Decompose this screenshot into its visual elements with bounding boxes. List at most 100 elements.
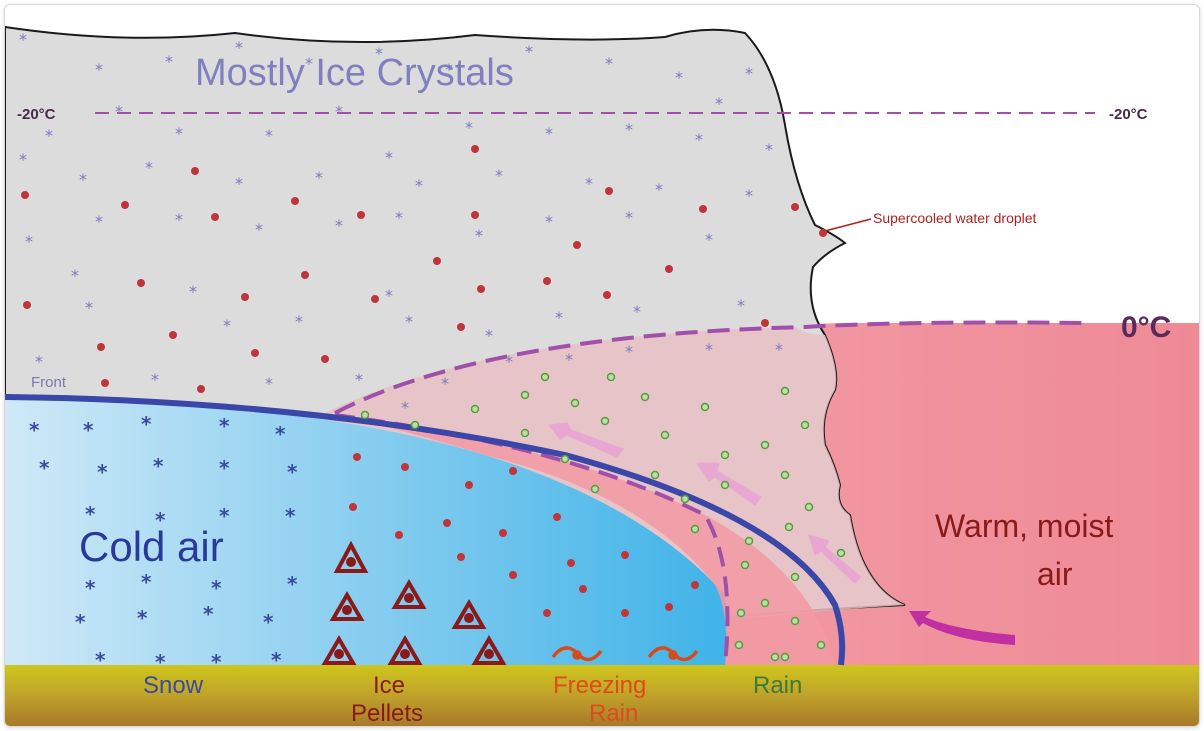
- svg-text:*: *: [287, 460, 298, 484]
- svg-text:*: *: [75, 610, 86, 634]
- svg-text:*: *: [737, 296, 745, 315]
- svg-text:*: *: [385, 286, 393, 305]
- transition-warm-layer: [335, 415, 835, 665]
- svg-text:*: *: [153, 454, 164, 478]
- svg-text:*: *: [505, 352, 513, 371]
- freezing-rain-icon: [551, 646, 603, 662]
- svg-text:*: *: [385, 148, 393, 167]
- svg-text:*: *: [39, 456, 50, 480]
- svg-text:*: *: [29, 418, 40, 442]
- svg-text:*: *: [705, 340, 713, 359]
- svg-text:*: *: [85, 576, 96, 600]
- svg-text:*: *: [465, 118, 473, 137]
- temp-zero-label: 0°C: [1121, 311, 1171, 344]
- svg-text:*: *: [765, 140, 773, 159]
- svg-text:*: *: [695, 130, 703, 149]
- svg-text:*: *: [175, 210, 183, 229]
- svg-text:*: *: [275, 422, 286, 446]
- svg-text:*: *: [83, 418, 94, 442]
- freezing-rain-label-1: Freezing: [553, 672, 646, 699]
- cold-air-label: Cold air: [79, 523, 224, 570]
- front-label: Front: [31, 374, 67, 391]
- svg-text:*: *: [265, 126, 273, 145]
- freezing-boundary: [334, 413, 730, 666]
- supercooled-droplets: [21, 145, 827, 617]
- svg-text:*: *: [485, 326, 493, 345]
- svg-text:*: *: [745, 186, 753, 205]
- incoming-warm-arrow: [909, 611, 1015, 645]
- ice-pellets-label-1: Ice: [373, 672, 405, 699]
- svg-text:*: *: [137, 606, 148, 630]
- rising-arrow-3: [808, 534, 862, 584]
- svg-text:*: *: [85, 298, 93, 317]
- droplet-pointer: [824, 218, 872, 232]
- svg-text:*: *: [85, 502, 96, 526]
- svg-text:*: *: [155, 508, 166, 532]
- svg-text:*: *: [633, 302, 641, 321]
- svg-text:*: *: [655, 180, 663, 199]
- svg-text:*: *: [355, 370, 363, 389]
- temp-minus20-right: -20°C: [1109, 106, 1148, 123]
- ice-pellets-label-2: Pellets: [351, 700, 423, 726]
- warm-air-label-line2: air: [1037, 556, 1073, 592]
- svg-text:*: *: [565, 350, 573, 369]
- svg-text:*: *: [235, 38, 243, 57]
- svg-text:*: *: [445, 60, 453, 79]
- svg-text:*: *: [335, 102, 343, 121]
- svg-text:*: *: [95, 212, 103, 231]
- svg-text:*: *: [97, 460, 108, 484]
- svg-text:*: *: [675, 68, 683, 87]
- svg-text:*: *: [285, 504, 296, 528]
- svg-text:*: *: [19, 150, 27, 169]
- svg-text:*: *: [145, 158, 153, 177]
- svg-text:*: *: [295, 312, 303, 331]
- svg-text:*: *: [223, 316, 231, 335]
- front-line: [5, 394, 846, 666]
- svg-text:*: *: [605, 54, 613, 73]
- svg-text:*: *: [211, 650, 222, 674]
- ice-pellet-icon: [333, 540, 369, 573]
- svg-text:*: *: [45, 126, 53, 145]
- svg-text:*: *: [715, 94, 723, 113]
- svg-text:*: *: [151, 370, 159, 389]
- freezing-rain-label-2: Rain: [589, 700, 638, 726]
- ice-crystals-upper: *** *** *** *** *** *** *** *** *** *** …: [19, 30, 783, 417]
- svg-text:*: *: [79, 170, 87, 189]
- svg-text:*: *: [625, 208, 633, 227]
- svg-text:*: *: [189, 282, 197, 301]
- rising-arrow-1: [548, 422, 624, 458]
- svg-text:*: *: [211, 576, 222, 600]
- svg-text:*: *: [165, 52, 173, 71]
- svg-text:*: *: [115, 102, 123, 121]
- svg-text:*: *: [495, 166, 503, 185]
- warm-air-label-line1: Warm, moist: [935, 508, 1113, 544]
- svg-text:*: *: [219, 414, 230, 438]
- snowflakes-cold-air: *** ** *** ** *** * *** * *** * *** *: [29, 412, 298, 674]
- svg-text:*: *: [585, 174, 593, 193]
- rain-droplets: [360, 372, 846, 662]
- freezing-rain-icon: [647, 646, 699, 662]
- svg-text:*: *: [141, 412, 152, 436]
- svg-text:*: *: [287, 572, 298, 596]
- svg-text:*: *: [265, 374, 273, 393]
- svg-text:*: *: [475, 226, 483, 245]
- ice-pellet-icon: [391, 579, 427, 609]
- svg-text:*: *: [401, 398, 409, 417]
- ice-pellet-icon: [451, 599, 487, 629]
- snow-label: Snow: [143, 672, 204, 699]
- svg-text:*: *: [415, 176, 423, 195]
- svg-text:*: *: [745, 64, 753, 83]
- rain-label: Rain: [753, 672, 802, 699]
- svg-text:*: *: [71, 266, 79, 285]
- svg-text:*: *: [35, 352, 43, 371]
- svg-text:*: *: [255, 220, 263, 239]
- svg-text:*: *: [335, 216, 343, 235]
- svg-text:*: *: [405, 312, 413, 331]
- svg-text:*: *: [545, 124, 553, 143]
- svg-text:*: *: [175, 124, 183, 143]
- svg-text:*: *: [263, 610, 274, 634]
- svg-text:*: *: [203, 602, 214, 626]
- temp-minus20-left: -20°C: [17, 106, 56, 123]
- svg-text:*: *: [25, 232, 33, 251]
- svg-text:*: *: [19, 30, 27, 49]
